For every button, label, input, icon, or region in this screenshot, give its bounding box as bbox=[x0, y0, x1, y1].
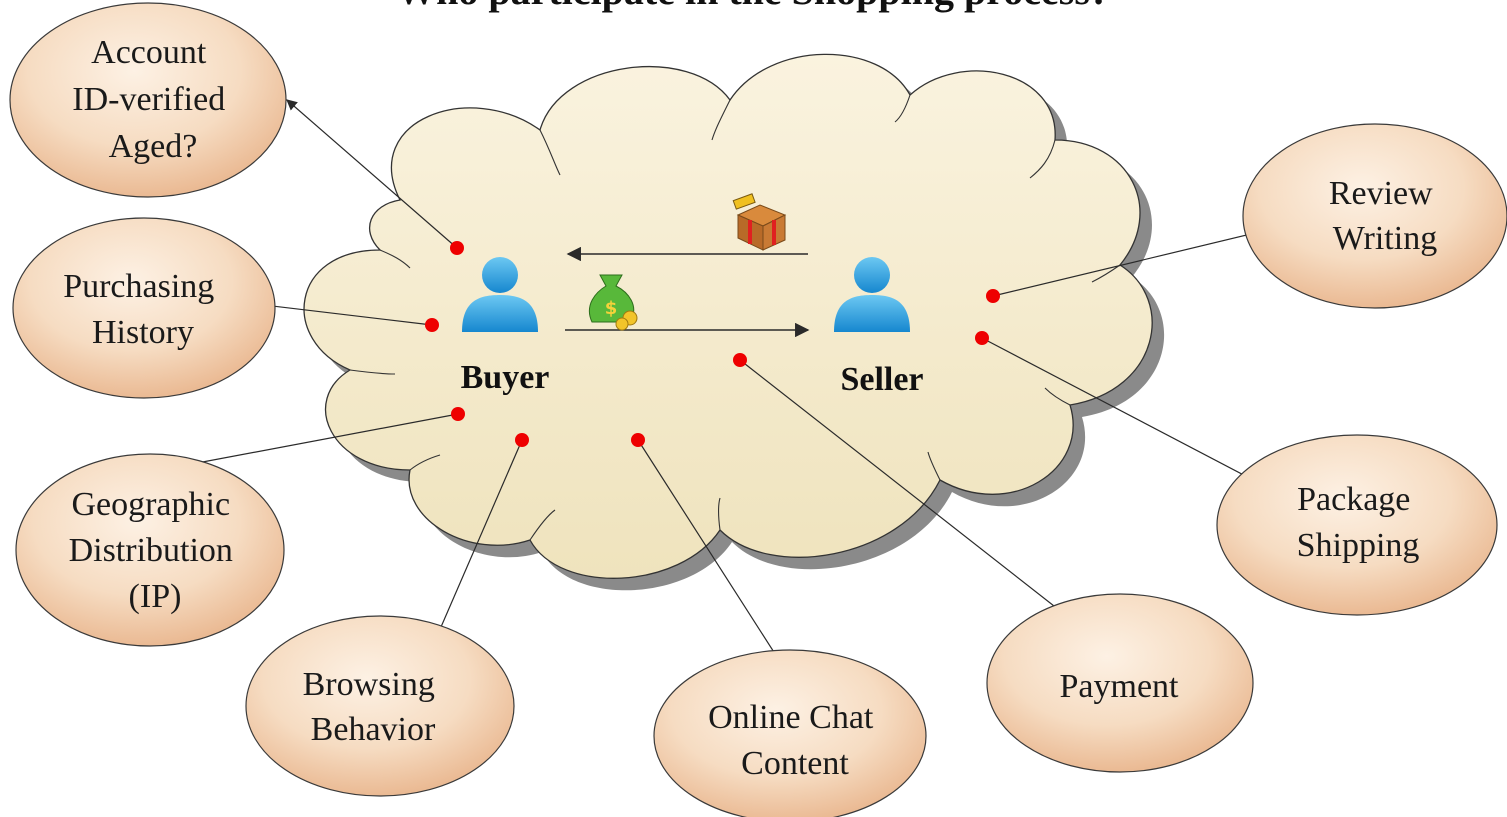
bubble-browsing: Browsing Behavior bbox=[245, 615, 515, 797]
bubble-chat-line-1: Online Chat bbox=[708, 699, 874, 736]
bubble-purchasing: Purchasing History bbox=[12, 217, 276, 399]
bubble-account-line-1: Account bbox=[91, 34, 207, 71]
connector-payment bbox=[739, 359, 1078, 625]
svg-text:Account ID-verified: Account ID-verified Aged? bbox=[72, 34, 233, 165]
svg-text:Review Writing: Review Writing bbox=[1329, 175, 1441, 257]
dot-chat bbox=[631, 433, 645, 447]
dot-browsing bbox=[515, 433, 529, 447]
bubble-review: Review Writing bbox=[1242, 123, 1507, 309]
dot-review bbox=[986, 289, 1000, 303]
money-bag-icon: $ bbox=[588, 274, 638, 331]
seller-person-icon bbox=[834, 257, 910, 332]
connector-geographic bbox=[158, 413, 459, 474]
gift-box-icon bbox=[732, 193, 787, 251]
connector-chat bbox=[637, 439, 796, 686]
bubble-review-line-2: Writing bbox=[1333, 220, 1437, 257]
connector-review bbox=[992, 224, 1282, 297]
bubble-geographic-line-2: Distribution bbox=[69, 532, 233, 569]
bubble-browsing-line-1: Browsing bbox=[303, 666, 435, 703]
connector-purchasing bbox=[245, 298, 433, 326]
bubble-package: Package Shipping bbox=[1216, 434, 1498, 616]
svg-text:$: $ bbox=[605, 298, 618, 319]
bubble-account-line-3: Aged? bbox=[109, 128, 198, 165]
bubble-geographic: Geographic Distribution (IP) bbox=[15, 453, 285, 647]
bubble-review-line-1: Review bbox=[1329, 175, 1433, 212]
connector-account bbox=[286, 99, 458, 249]
bubble-payment-line-1: Payment bbox=[1060, 668, 1180, 705]
svg-text:Payment: Payment bbox=[1060, 668, 1180, 705]
svg-text:Browsing Behavior: Browsing Behavior bbox=[303, 666, 444, 748]
bubble-geographic-line-3: (IP) bbox=[129, 578, 182, 615]
bubble-account: Account ID-verified Aged? bbox=[9, 2, 287, 198]
cloud-creases bbox=[349, 94, 1121, 541]
bubble-purchasing-line-1: Purchasing bbox=[63, 268, 214, 305]
bubble-browsing-line-2: Behavior bbox=[311, 711, 436, 748]
bubble-account-line-2: ID-verified bbox=[72, 81, 225, 118]
buyer-label: Buyer bbox=[461, 359, 550, 396]
bubble-chat: Online Chat Content bbox=[653, 649, 927, 817]
seller-label: Seller bbox=[840, 361, 923, 398]
svg-text:Online Chat Content: Online Chat Content bbox=[708, 699, 882, 782]
svg-text:Purchasing History: Purchasing History bbox=[63, 268, 223, 351]
bubble-chat-line-2: Content bbox=[741, 745, 849, 782]
connectors bbox=[158, 99, 1282, 686]
diagram-title: Who participate in the Shopping process? bbox=[396, 0, 1110, 13]
bubble-purchasing-line-2: History bbox=[92, 314, 194, 351]
svg-text:Geographic Distribution: Geographic Distribution (IP) bbox=[69, 486, 242, 615]
bubble-payment: Payment bbox=[986, 593, 1254, 773]
bubble-geographic-line-1: Geographic bbox=[71, 486, 230, 523]
buyer-person-icon bbox=[462, 257, 538, 332]
connector-browsing bbox=[426, 439, 523, 658]
cloud-marketplace bbox=[303, 53, 1153, 579]
dot-account bbox=[450, 241, 464, 255]
dot-geographic bbox=[451, 407, 465, 421]
dot-purchasing bbox=[425, 318, 439, 332]
dot-package bbox=[975, 331, 989, 345]
touchpoint-dots bbox=[425, 241, 1000, 447]
svg-text:Package Shipping: Package Shipping bbox=[1297, 481, 1420, 564]
dot-payment bbox=[733, 353, 747, 367]
connector-package bbox=[981, 337, 1279, 494]
bubble-package-line-2: Shipping bbox=[1297, 527, 1420, 564]
bubble-package-line-1: Package bbox=[1297, 481, 1410, 518]
